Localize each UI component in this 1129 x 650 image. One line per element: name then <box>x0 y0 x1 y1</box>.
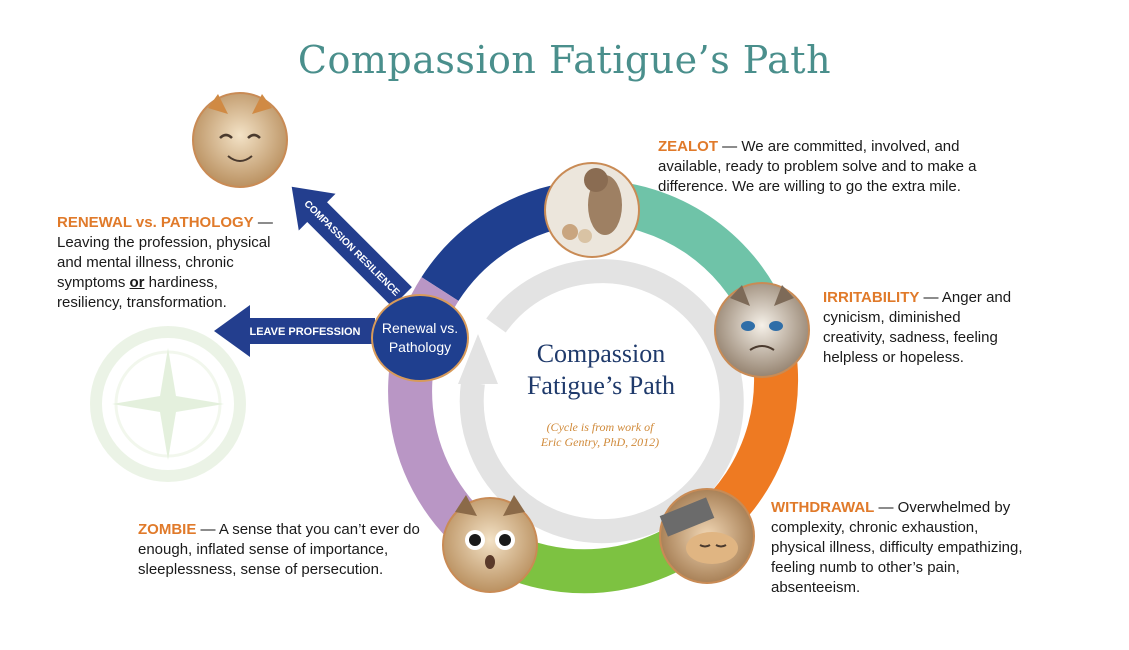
zealot-line3: difference. We are willing to go the ext… <box>658 178 961 195</box>
zombie-description: ZOMBIE — A sense that you can’t ever do … <box>138 520 420 580</box>
renewal-keyword: RENEWAL vs. PATHOLOGY <box>57 214 254 231</box>
zealot-line2: available, ready to problem solve and to… <box>658 158 977 175</box>
center-title: Compassion Fatigue’s Path <box>486 338 716 402</box>
withdrawal-line3: physical illness, difficulty empathizing… <box>771 539 1023 556</box>
renewal-line5: resiliency, transformation. <box>57 294 227 311</box>
sleeping-cat-photo <box>659 488 755 584</box>
zombie-keyword: ZOMBIE <box>138 521 197 538</box>
renewal-or-emphasis: or <box>129 274 145 291</box>
withdrawal-keyword: WITHDRAWAL <box>771 499 875 516</box>
center-title-line1: Compassion <box>536 339 666 368</box>
renewal-description: RENEWAL vs. PATHOLOGY — Leaving the prof… <box>57 213 273 313</box>
compassion-resilience-arrow: COMPASSION RESILIENCE <box>291 186 412 307</box>
citation-note: (Cycle is from work of Eric Gentry, PhD,… <box>500 420 700 450</box>
page-title: Compassion Fatigue’s Path <box>297 38 832 82</box>
withdrawal-line2: complexity, chronic exhaustion, <box>771 519 979 536</box>
renewal-pathology-node: Renewal vs. Pathology <box>371 294 469 382</box>
withdrawal-line5: absenteeism. <box>771 579 861 596</box>
zombie-line3: sleeplessness, sense of persecution. <box>138 561 384 578</box>
renewal-line4c: hardiness, <box>144 274 218 291</box>
shocked-cat-photo <box>442 495 538 593</box>
zealot-line1: — We are committed, involved, and <box>718 138 960 155</box>
node-line1: Renewal vs. <box>381 320 459 336</box>
renewal-line2: Leaving the profession, physical <box>57 234 271 251</box>
citation-line2: Eric Gentry, PhD, 2012) <box>540 435 660 449</box>
citation-line1: (Cycle is from work of <box>546 420 654 434</box>
withdrawal-description: WITHDRAWAL — Overwhelmed by complexity, … <box>771 498 1023 598</box>
zombie-line2: enough, inflated sense of importance, <box>138 541 389 558</box>
node-line2: Pathology <box>388 339 452 355</box>
renewal-line4a: symptoms <box>57 274 130 291</box>
zealot-keyword: ZEALOT <box>658 138 718 155</box>
withdrawal-line4: feeling numb to other’s pain, <box>771 559 960 576</box>
irritability-line1: — Anger and <box>919 289 1012 306</box>
renewal-line1: — <box>253 214 273 231</box>
irritability-keyword: IRRITABILITY <box>823 289 920 306</box>
zealot-description: ZEALOT — We are committed, involved, and… <box>658 137 977 197</box>
leave-arrow-label: LEAVE PROFESSION <box>249 326 360 338</box>
compass-watermark <box>90 326 246 482</box>
leave-profession-arrow: LEAVE PROFESSION <box>214 305 375 357</box>
irritability-description: IRRITABILITY — Anger and cynicism, dimin… <box>823 288 1011 368</box>
renewal-line3: and mental illness, chronic <box>57 254 234 271</box>
zombie-line1: — A sense that you can’t ever do <box>196 521 420 538</box>
center-title-line2: Fatigue’s Path <box>526 371 676 400</box>
inner-cycle-arrow <box>458 259 744 544</box>
happy-cat-photo <box>192 92 288 188</box>
resilience-arrow-label: COMPASSION RESILIENCE <box>301 199 401 299</box>
grumpy-cat-photo <box>714 282 810 378</box>
zealot-cats-photo <box>544 162 640 258</box>
irritability-line3: creativity, sadness, feeling <box>823 329 998 346</box>
irritability-line4: helpless or hopeless. <box>823 349 964 366</box>
withdrawal-line1: — Overwhelmed by <box>874 499 1011 516</box>
irritability-line2: cynicism, diminished <box>823 309 961 326</box>
